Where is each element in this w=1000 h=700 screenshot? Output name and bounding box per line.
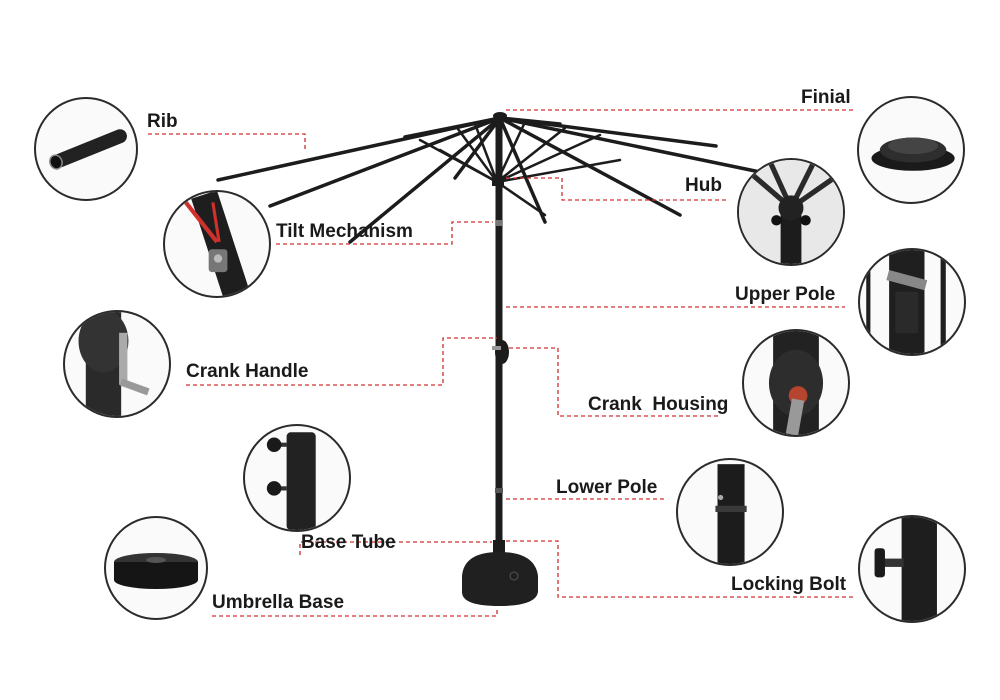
rib-detail-image	[34, 97, 138, 201]
umbrella-base-detail-image	[104, 516, 208, 620]
label-finial: Finial	[801, 87, 851, 108]
finial-detail-image	[857, 96, 965, 204]
crank-housing-detail-image	[742, 329, 850, 437]
leader-tilt-mechanism	[276, 221, 493, 245]
base-emblem	[509, 571, 519, 581]
umbrella-stretchers	[418, 120, 622, 217]
label-tilt-mechanism: Tilt Mechanism	[276, 221, 413, 242]
lower-pole-detail-image	[676, 458, 784, 566]
label-upper-pole: Upper Pole	[735, 284, 836, 305]
base-tube-detail-image	[243, 424, 351, 532]
tilt-mechanism-detail-image	[163, 190, 271, 298]
label-base-tube: Base Tube	[301, 532, 396, 553]
leader-rib	[148, 133, 306, 150]
leader-crank-housing	[509, 347, 718, 417]
label-rib: Rib	[147, 111, 178, 132]
label-umbrella-base: Umbrella Base	[212, 592, 345, 613]
label-locking-bolt: Locking Bolt	[731, 574, 847, 595]
leader-lines	[148, 109, 855, 617]
umbrella-illustration	[216, 112, 762, 606]
umbrella-base	[462, 552, 538, 606]
leader-hub	[506, 177, 726, 201]
crank-handle	[492, 346, 501, 350]
leader-crank-handle	[186, 337, 497, 386]
hub-detail-image	[737, 158, 845, 266]
locking-bolt-detail-image	[858, 515, 966, 623]
leader-locking-bolt	[506, 540, 855, 598]
label-crank-housing: Crank Housing	[588, 394, 729, 415]
crank-housing	[495, 340, 509, 364]
label-lower-pole: Lower Pole	[556, 477, 658, 498]
label-hub: Hub	[685, 175, 722, 196]
tilt-button	[496, 220, 502, 226]
label-crank-handle: Crank Handle	[186, 361, 309, 382]
upper-pole-detail-image	[858, 248, 966, 356]
pole-joint	[495, 488, 503, 493]
leader-base-tube	[299, 541, 492, 555]
leader-umbrella-base	[212, 608, 498, 617]
crank-handle-detail-image	[63, 310, 171, 418]
